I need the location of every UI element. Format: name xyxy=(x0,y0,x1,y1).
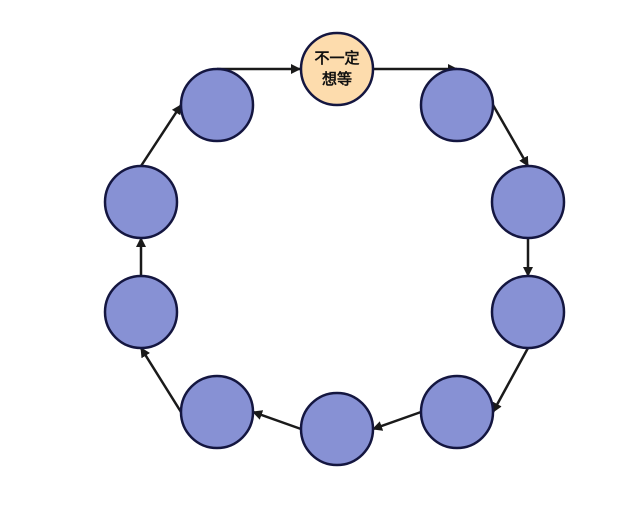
node-n9 xyxy=(103,164,179,240)
edge-n2-n3 xyxy=(491,104,530,167)
node-n10 xyxy=(179,67,255,143)
highlight-node-label: 不一定 想等 xyxy=(314,49,360,88)
edge-n6-n7 xyxy=(252,410,302,431)
edge-n7-n8 xyxy=(139,347,183,413)
node-n7 xyxy=(179,374,255,450)
node-n4 xyxy=(490,274,566,350)
node-highlight xyxy=(299,31,375,107)
node-n8 xyxy=(103,274,179,350)
edge-n5-n6 xyxy=(372,410,422,431)
nodes xyxy=(103,31,566,467)
edges xyxy=(136,64,533,431)
node-n5 xyxy=(419,374,495,450)
edge-n4-n5 xyxy=(491,347,530,413)
node-n2 xyxy=(419,67,495,143)
node-n3 xyxy=(490,164,566,240)
edge-n9-n10 xyxy=(139,104,183,167)
node-n6 xyxy=(299,391,375,467)
